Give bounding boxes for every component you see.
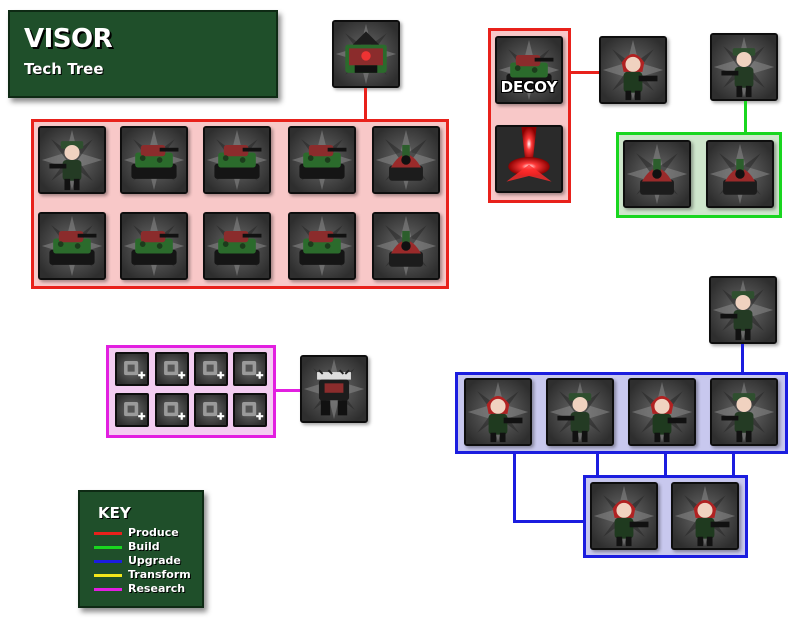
key-swatch	[94, 574, 122, 577]
page-title: VISOR	[24, 24, 113, 54]
research-upgrade-icon[interactable]	[155, 352, 189, 386]
artillery-icon[interactable]	[372, 126, 440, 194]
key-item-upgrade: Upgrade	[94, 554, 204, 568]
tank-icon[interactable]	[203, 126, 271, 194]
page-subtitle: Tech Tree	[24, 60, 104, 78]
upgrade-connector	[664, 453, 667, 477]
research-connector	[275, 389, 301, 392]
tank-icon[interactable]	[288, 212, 356, 280]
key-item-research: Research	[94, 582, 204, 596]
tank-icon[interactable]	[120, 126, 188, 194]
build-connector	[744, 101, 747, 134]
research-upgrade-icon[interactable]	[194, 352, 228, 386]
soldier-icon[interactable]	[599, 36, 667, 104]
tank-icon[interactable]	[120, 212, 188, 280]
key-swatch	[94, 560, 122, 563]
upgrade-connector	[596, 453, 599, 477]
key-swatch	[94, 532, 122, 535]
key-item-build: Build	[94, 540, 204, 554]
upgrade-connector	[732, 453, 735, 477]
soldier-icon[interactable]	[709, 276, 777, 344]
soldier-icon[interactable]	[38, 126, 106, 194]
upgrade-connector	[513, 520, 585, 523]
soldier-icon[interactable]	[590, 482, 658, 550]
factory-icon[interactable]	[332, 20, 400, 88]
tank-icon[interactable]	[38, 212, 106, 280]
key-item-transform: Transform	[94, 568, 204, 582]
research-upgrade-icon[interactable]	[155, 393, 189, 427]
key-swatch	[94, 588, 122, 591]
key-legend: KEY Produce Build Upgrade Transform Rese…	[78, 490, 204, 608]
upgrade-connector	[741, 344, 744, 374]
laser-beam-icon[interactable]	[495, 125, 563, 193]
key-label: Build	[128, 540, 160, 553]
mech-icon[interactable]	[203, 212, 271, 280]
title-panel: VISOR Tech Tree	[8, 10, 278, 98]
soldier-icon[interactable]	[464, 378, 532, 446]
produce-connector	[364, 88, 367, 122]
soldier-icon[interactable]	[710, 378, 778, 446]
soldier-icon[interactable]	[710, 33, 778, 101]
key-label: Transform	[128, 568, 191, 581]
mech-factory-icon[interactable]	[300, 355, 368, 423]
helicopter-icon[interactable]	[372, 212, 440, 280]
key-item-produce: Produce	[94, 526, 204, 540]
research-upgrade-icon[interactable]	[115, 352, 149, 386]
tank-icon[interactable]	[288, 126, 356, 194]
turret-icon[interactable]	[623, 140, 691, 208]
research-upgrade-icon[interactable]	[233, 352, 267, 386]
key-label: Produce	[128, 526, 179, 539]
decoy-label: DECOY	[500, 78, 558, 96]
key-label: Upgrade	[128, 554, 181, 567]
decoy-tank-icon[interactable]: DECOY	[495, 36, 563, 104]
research-upgrade-icon[interactable]	[194, 393, 228, 427]
soldier-icon[interactable]	[628, 378, 696, 446]
produce-connector	[570, 71, 600, 74]
key-label: Research	[128, 582, 186, 595]
soldier-icon[interactable]	[671, 482, 739, 550]
key-title: KEY	[98, 504, 131, 522]
soldier-icon[interactable]	[546, 378, 614, 446]
key-swatch	[94, 546, 122, 549]
turret-icon[interactable]	[706, 140, 774, 208]
research-upgrade-icon[interactable]	[233, 393, 267, 427]
research-upgrade-icon[interactable]	[115, 393, 149, 427]
upgrade-connector	[513, 453, 516, 522]
